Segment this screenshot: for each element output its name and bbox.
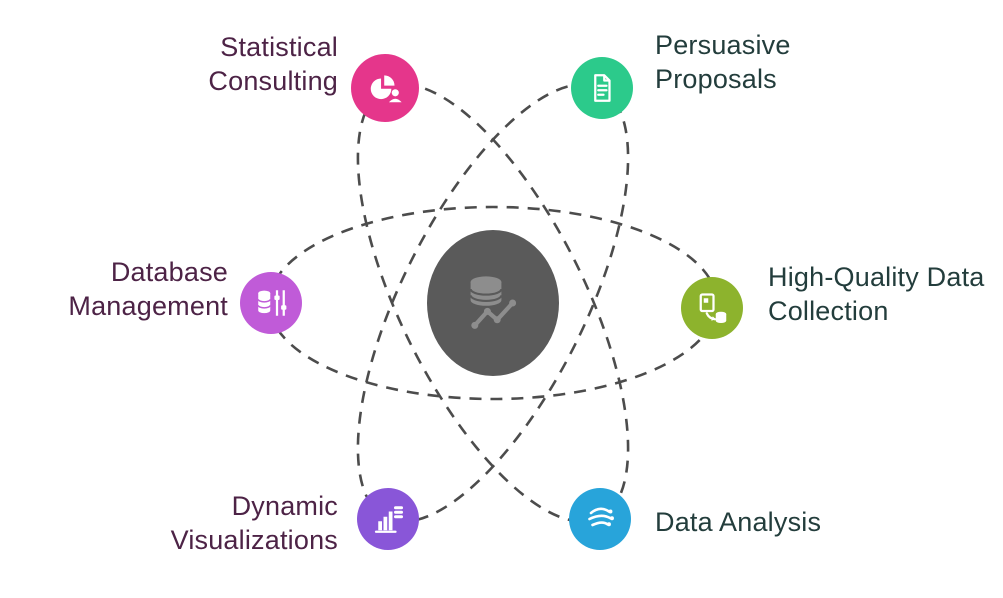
label-dynamic-visualizations: Dynamic Visualizations bbox=[170, 491, 338, 555]
node-database-management bbox=[240, 272, 302, 334]
label-high-quality-data-collection: High-Quality Data Collection bbox=[768, 262, 985, 326]
node-data-analysis bbox=[569, 488, 631, 550]
proposal-document-icon bbox=[594, 74, 611, 102]
node-persuasive-proposals bbox=[571, 57, 633, 119]
center-hub bbox=[427, 230, 559, 376]
database-settings-icon bbox=[257, 290, 287, 316]
bar-chart-icon bbox=[374, 506, 403, 533]
pie-chart-presentation-icon bbox=[370, 75, 402, 103]
label-data-analysis: Data Analysis bbox=[655, 507, 822, 537]
node-high-quality-data-collection bbox=[681, 277, 743, 339]
data-analysis-swirl-icon bbox=[588, 507, 614, 527]
node-statistical-consulting bbox=[351, 54, 419, 122]
label-database-management: Database Management bbox=[68, 257, 228, 321]
database-chart-icon bbox=[469, 276, 517, 329]
node-dynamic-visualizations bbox=[357, 488, 419, 550]
label-statistical-consulting: Statistical Consulting bbox=[208, 32, 338, 96]
data-collection-icon bbox=[699, 293, 727, 323]
label-persuasive-proposals: Persuasive Proposals bbox=[655, 30, 791, 94]
